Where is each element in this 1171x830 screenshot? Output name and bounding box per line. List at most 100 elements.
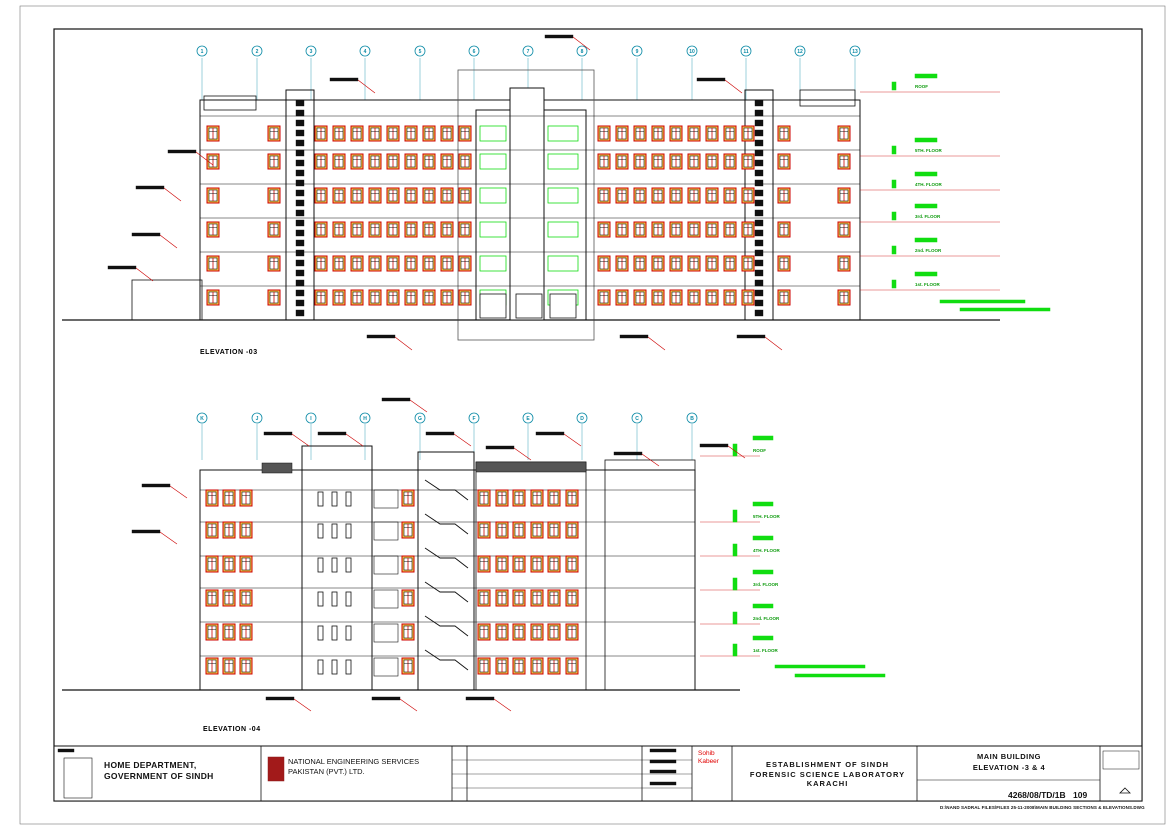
stair-step: [295, 169, 305, 177]
grid-tag: D: [580, 416, 584, 422]
stair-step: [295, 129, 305, 137]
core-window: [547, 125, 579, 142]
core-block: [301, 445, 373, 691]
grid-bubble: [576, 45, 588, 57]
building-outline: [199, 469, 696, 691]
client-emblem: [63, 757, 93, 799]
slot-window: [331, 523, 338, 539]
stair-step: [754, 299, 764, 307]
note-text: [57, 748, 75, 753]
note-text: [317, 431, 347, 436]
stair-step: [295, 179, 305, 187]
signature-line-1: Sohib: [698, 750, 715, 757]
elevation-03-label: ELEVATION -03: [200, 349, 258, 356]
stair-step: [295, 239, 305, 247]
entrance-door: [549, 293, 577, 319]
project-line-1: ESTABLISHMENT OF SINDH: [765, 760, 890, 769]
stair-block: [417, 451, 475, 691]
stair-step: [754, 109, 764, 117]
grid-tag: 7: [527, 49, 530, 55]
level-dim: [732, 543, 738, 557]
level-dim: [732, 577, 738, 591]
note-text: [619, 334, 649, 339]
firm-block: NATIONAL ENGINEERING SERVICES PAKISTAN (…: [288, 757, 419, 777]
grid-tag: E: [526, 416, 530, 422]
stair-step: [754, 149, 764, 157]
note-leader: [724, 79, 743, 94]
slot-window: [345, 523, 352, 539]
grid-tag: C: [635, 416, 639, 422]
grid-tag: K: [200, 416, 204, 422]
level-name: ROOF: [753, 448, 766, 453]
drawing-title-line-2: ELEVATION -3 & 4: [972, 763, 1046, 772]
level-name: 5TH. FLOOR: [915, 148, 942, 153]
level-dim: [732, 611, 738, 625]
note-leader: [169, 485, 188, 499]
vent-grille: [373, 521, 399, 541]
slot-window: [317, 591, 324, 607]
stair-step: [295, 189, 305, 197]
note-text: [263, 431, 293, 436]
stair-step: [295, 259, 305, 267]
note-leader: [159, 531, 178, 545]
note-leader: [647, 336, 666, 351]
note-text: [329, 77, 359, 82]
grid-tag: B: [690, 416, 694, 422]
grid-bubble: [631, 45, 643, 57]
core-window: [479, 221, 507, 238]
title-block-frame: [53, 745, 1143, 802]
project-line-3: KARACHI: [806, 779, 849, 788]
slot-window: [331, 557, 338, 573]
stair-step: [754, 99, 764, 107]
slot-window: [331, 491, 338, 507]
grid-bubble: [305, 412, 317, 424]
note-text: [141, 483, 171, 488]
slot-window: [345, 625, 352, 641]
note-text: [736, 334, 766, 339]
stair-step: [754, 189, 764, 197]
vent-grille: [373, 555, 399, 575]
note-leader: [572, 36, 591, 51]
stair-flight: [424, 581, 469, 603]
client-block: HOME DEPARTMENT, GOVERNMENT OF SINDH: [104, 760, 214, 782]
cloud-boundary: [457, 69, 595, 341]
grid-bubble: [305, 45, 317, 57]
parapet: [475, 461, 587, 473]
side-block: [604, 459, 696, 691]
stair-step: [295, 289, 305, 297]
slot-window: [345, 491, 352, 507]
note-leader: [345, 433, 364, 447]
annex-block: [131, 279, 203, 321]
note-text: [107, 265, 137, 270]
slot-window: [345, 591, 352, 607]
level-name: 2nd. FLOOR: [753, 616, 780, 621]
core-window: [547, 255, 579, 272]
grid-tag: I: [310, 416, 312, 422]
drawing-title-block: MAIN BUILDING ELEVATION -3 & 4: [918, 751, 1100, 773]
note-text: [699, 443, 729, 448]
grid-tag: 13: [852, 49, 858, 55]
slot-window: [331, 591, 338, 607]
stair-step: [754, 169, 764, 177]
stair-flight: [424, 649, 469, 671]
note-leader: [135, 267, 154, 282]
grid-tag: 5: [419, 49, 422, 55]
level-name: 3rd. FLOOR: [915, 214, 941, 219]
vent-grille: [373, 657, 399, 677]
stair-step: [754, 229, 764, 237]
stair-step: [754, 289, 764, 297]
stair-step: [754, 259, 764, 267]
drawing-number: 4268/08/TD/1B: [1008, 790, 1066, 800]
core-window: [479, 187, 507, 204]
stair-step: [295, 119, 305, 127]
level-tag: [914, 237, 938, 243]
level-tag: [752, 435, 774, 441]
note-text: [371, 696, 401, 701]
grid-tag: 2: [256, 49, 259, 55]
grid-bubble: [849, 45, 861, 57]
stair-flight: [424, 547, 469, 569]
stair-step: [295, 199, 305, 207]
project-block: ESTABLISHMENT OF SINDH FORENSIC SCIENCE …: [740, 760, 915, 789]
level-tag: [914, 271, 938, 277]
